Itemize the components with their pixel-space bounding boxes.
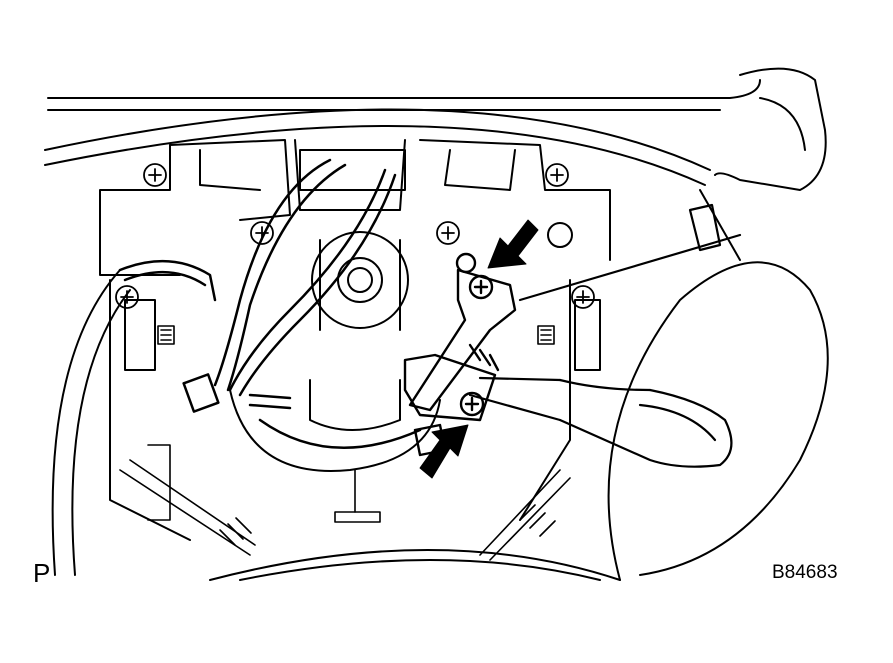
screwdriver [468, 203, 742, 468]
column-cover [714, 67, 827, 191]
phillips-screw-icon [250, 221, 274, 245]
wire-harness [118, 158, 422, 450]
phillips-screw-icon [545, 163, 569, 187]
horn-switch-assembly [403, 252, 517, 457]
phillips-screw-icon [459, 391, 485, 417]
connectors [147, 325, 555, 523]
phillips-screw-icon [571, 285, 595, 309]
bold-arrow-icon [487, 219, 539, 269]
phillips-screw-icon [468, 274, 494, 300]
mounting-screws [115, 163, 595, 309]
phillips-screw-icon [115, 285, 139, 309]
view-letter-label: P [33, 558, 51, 588]
figure-code-label: B84683 [772, 562, 838, 583]
wheel-rim [44, 79, 761, 581]
phillips-screw-icon [436, 221, 460, 245]
bold-arrow-icon [419, 424, 469, 479]
pad-edge [607, 189, 829, 581]
steering-hub [311, 231, 409, 331]
pad-frame [99, 139, 611, 541]
lower-spokes [119, 459, 571, 561]
phillips-screw-icon [143, 163, 167, 187]
